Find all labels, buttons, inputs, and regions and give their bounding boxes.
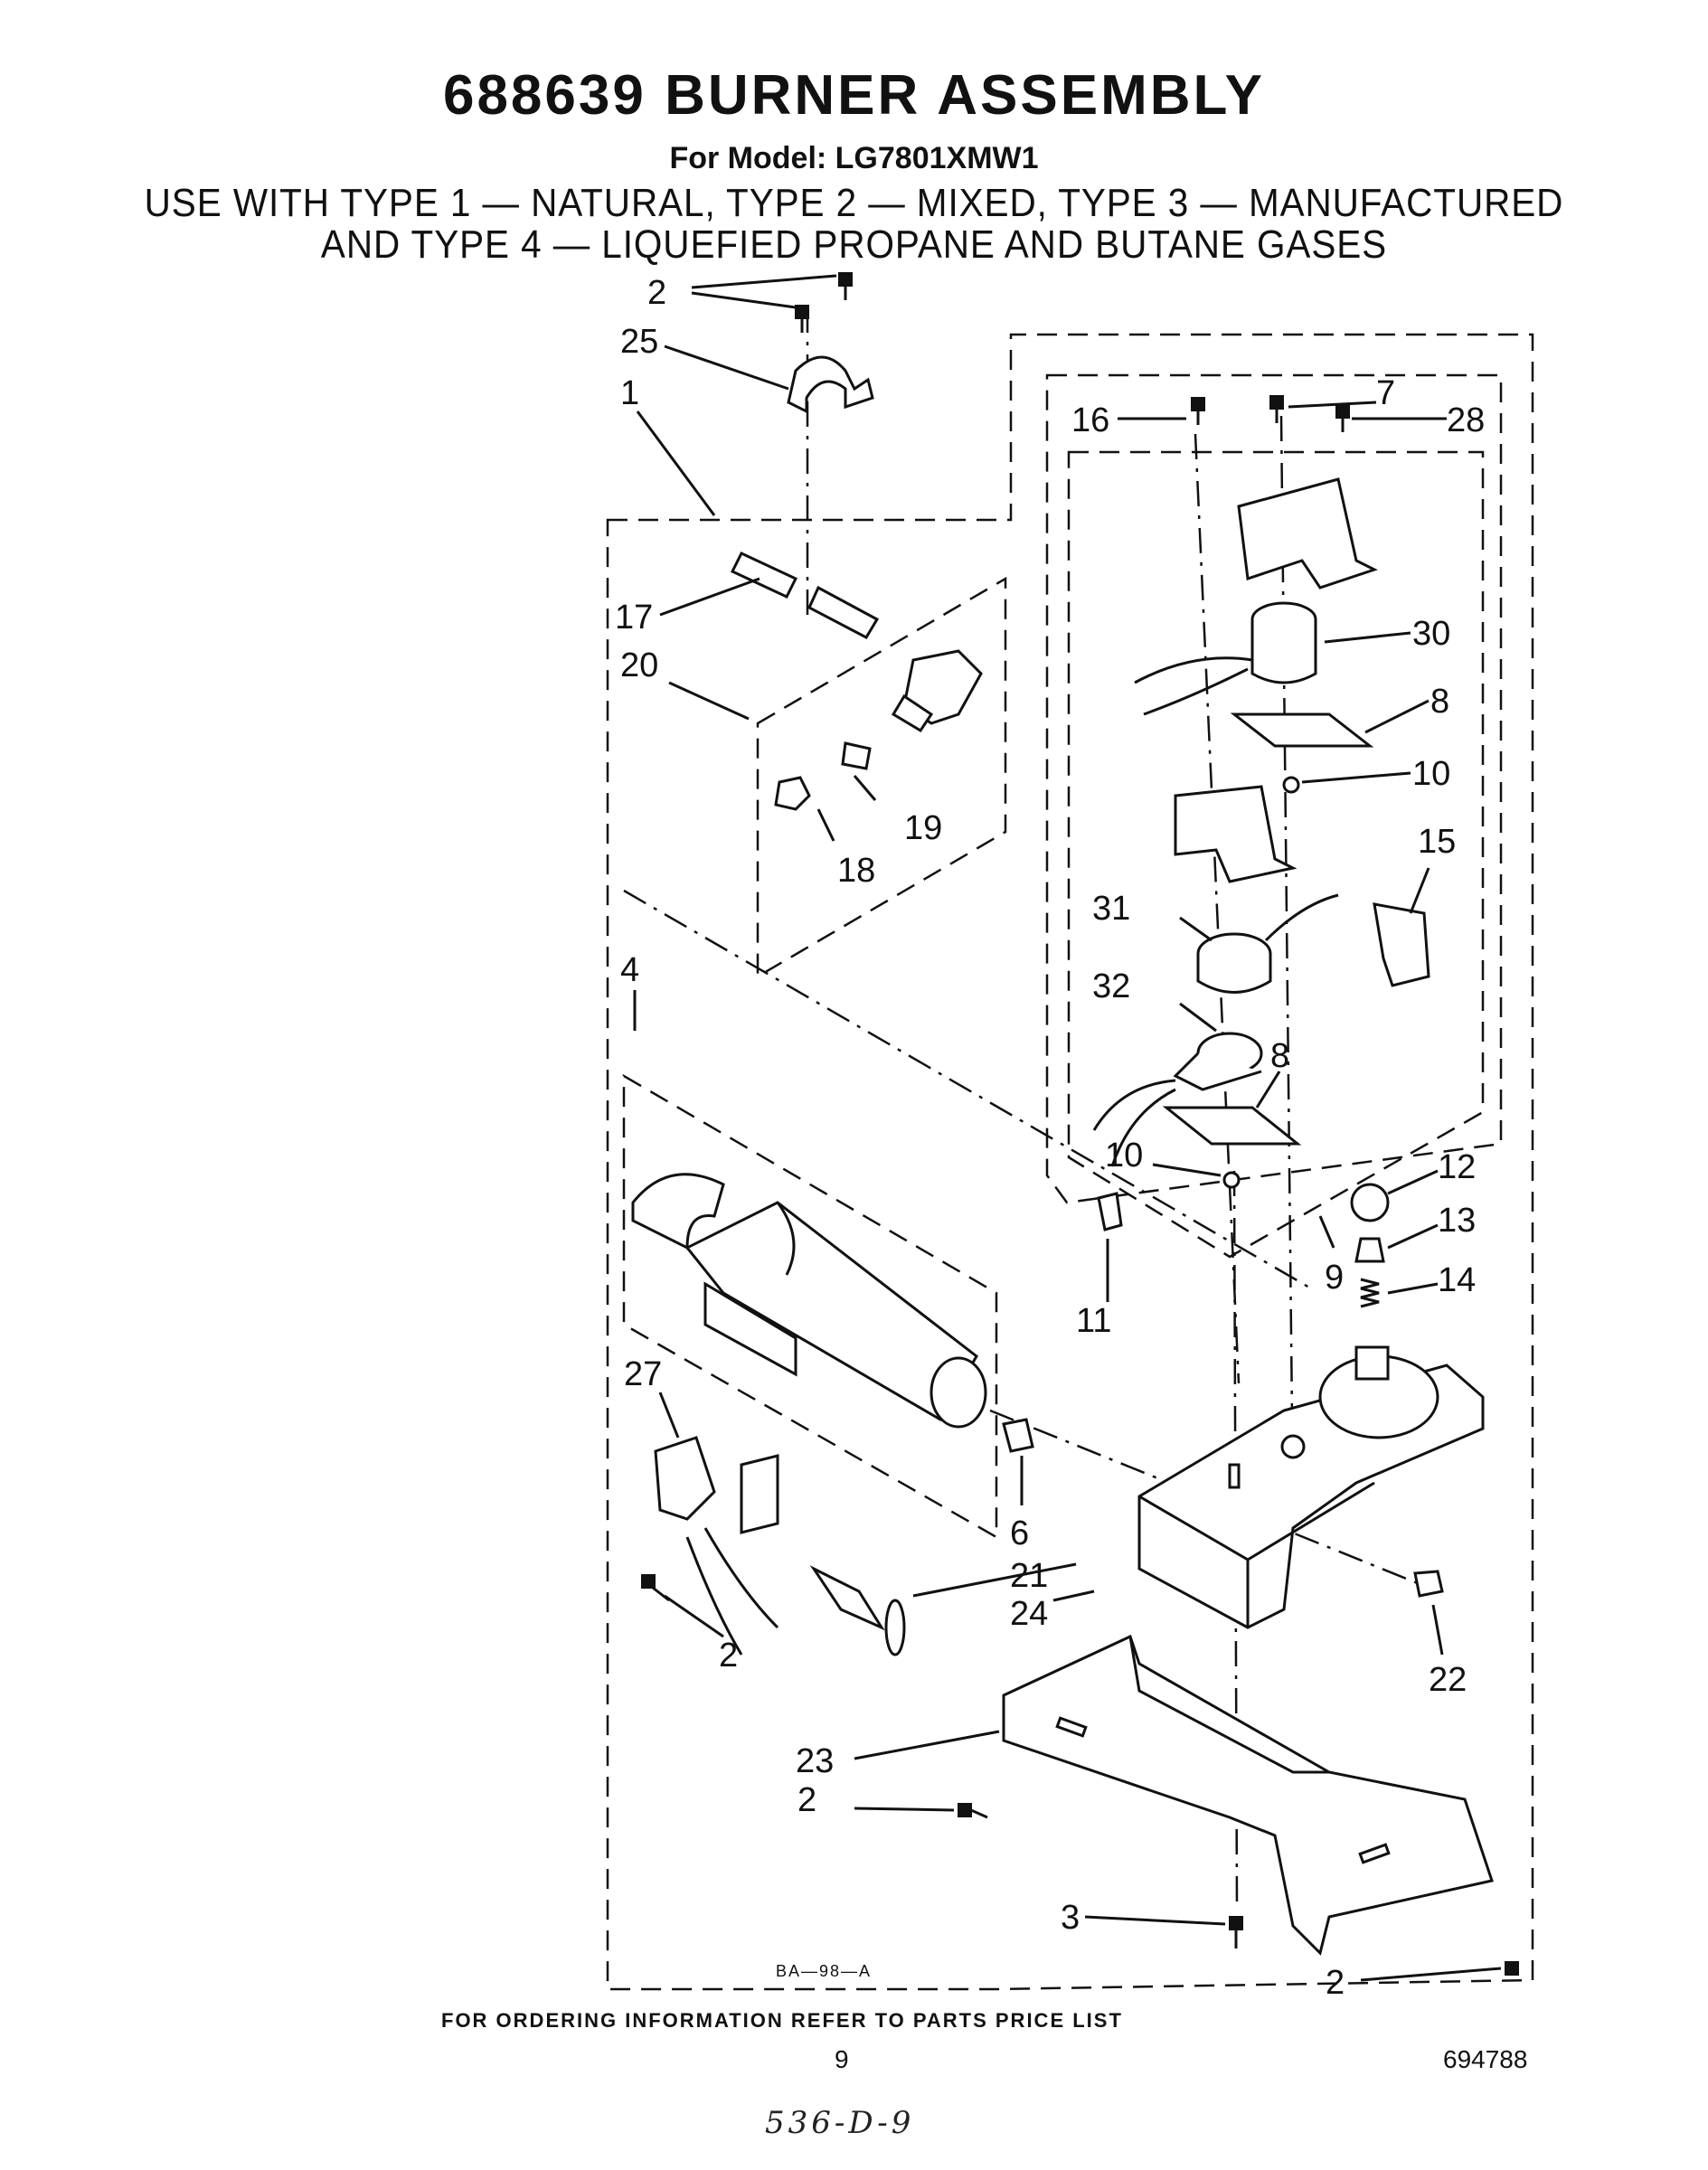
- centerline-vertical-1: [1194, 433, 1241, 1384]
- connector-part-15: [1373, 902, 1430, 987]
- bracket-middle: [1174, 785, 1298, 883]
- callout-8-upper: 8: [1430, 683, 1449, 721]
- valve-body-part-24: [1137, 1345, 1485, 1629]
- washer-part-10-lower: [1222, 1171, 1241, 1189]
- page-number: 9: [835, 2045, 849, 2073]
- centerline-vertical-2: [1279, 415, 1295, 1502]
- coil-part-31: [1196, 893, 1339, 994]
- document-number: 694788: [1443, 2045, 1528, 2073]
- callout-19: 19: [904, 809, 942, 847]
- plate-part-8-upper: [1230, 712, 1374, 748]
- callout-9: 9: [1325, 1259, 1344, 1297]
- callout-15: 15: [1418, 823, 1456, 861]
- valve-inner-boundary: [1067, 450, 1485, 1259]
- callout-32: 32: [1092, 967, 1130, 1005]
- callout-17: 17: [615, 599, 653, 637]
- callout-7: 7: [1376, 374, 1395, 412]
- ordering-note: FOR ORDERING INFORMATION REFER TO PARTS …: [441, 2009, 1123, 2032]
- terminal-part-11: [1097, 1192, 1123, 1231]
- callout-1: 1: [620, 374, 639, 412]
- drawing-code: BA—98—A: [776, 1962, 872, 1980]
- fitting-parts-18-19: [774, 741, 872, 811]
- callout-30: 30: [1412, 615, 1450, 653]
- callout-10-lower: 10: [1105, 1137, 1143, 1175]
- screw-part-2-corner: [1505, 1961, 1519, 1976]
- clamp-part-25: [787, 355, 874, 414]
- assembly-title: 688639 BURNER ASSEMBLY: [442, 64, 1266, 127]
- callout-8-lower: 8: [1270, 1037, 1289, 1075]
- callout-23: 23: [796, 1742, 834, 1780]
- screw-part-2-lower: [958, 1803, 988, 1819]
- valve-subassembly-boundary: [1045, 373, 1503, 1204]
- callout-24: 24: [1010, 1595, 1048, 1633]
- callout-2-corner: 2: [1326, 1964, 1345, 2002]
- pipe-nipple-part-17: [730, 552, 983, 733]
- ball-part-12: [1350, 1183, 1390, 1222]
- leader-lines: [633, 274, 1502, 1982]
- burner-group-boundary: [622, 1073, 998, 1540]
- coil-part-32: [1092, 1032, 1263, 1167]
- callout-28: 28: [1447, 401, 1485, 439]
- mounting-bracket-part-23: [1002, 1634, 1494, 1956]
- callout-16: 16: [1071, 401, 1109, 439]
- igniter-bracket-part-27: [654, 1436, 779, 1656]
- callout-10-upper: 10: [1412, 755, 1450, 793]
- callout-2-lower: 2: [797, 1781, 816, 1819]
- screw-part-2-top: [795, 272, 853, 333]
- callout-18: 18: [837, 852, 875, 890]
- callout-13: 13: [1438, 1202, 1476, 1240]
- orifice-part-6: [1002, 1418, 1034, 1453]
- callout-2: 2: [647, 274, 666, 312]
- igniter-part-21: [809, 1565, 906, 1656]
- pipe-group-boundary: [756, 576, 1007, 979]
- screws-top-right: [1191, 395, 1350, 432]
- callout-4: 4: [620, 951, 639, 989]
- burner-tube-part-4: [631, 1173, 987, 1429]
- assembly-boundary: [606, 333, 1534, 1991]
- callout-3: 3: [1061, 1899, 1080, 1937]
- callout-20: 20: [620, 646, 658, 684]
- washer-part-10-upper: [1282, 776, 1300, 794]
- callout-31: 31: [1092, 890, 1130, 928]
- solenoid-part-30: [1134, 477, 1378, 716]
- plate-part-8-lower: [1162, 1106, 1302, 1146]
- spring-part-14: [1360, 1278, 1380, 1308]
- callout-11: 11: [1076, 1302, 1111, 1340]
- screw-part-3: [1229, 1916, 1243, 1948]
- callout-12: 12: [1438, 1148, 1476, 1186]
- callout-22: 22: [1429, 1661, 1467, 1699]
- model-number: For Model: LG7801XMW1: [669, 141, 1039, 175]
- callout-2-left: 2: [719, 1637, 738, 1675]
- callout-6: 6: [1010, 1514, 1029, 1552]
- handwritten-note: 536-D-9: [765, 2105, 915, 2141]
- callout-21: 21: [1010, 1557, 1048, 1595]
- gas-type-line-1: USE WITH TYPE 1 — NATURAL, TYPE 2 — MIXE…: [144, 181, 1564, 225]
- callout-27: 27: [624, 1355, 662, 1393]
- callout-14: 14: [1438, 1261, 1476, 1299]
- gas-type-line-2: AND TYPE 4 — LIQUEFIED PROPANE AND BUTAN…: [320, 222, 1388, 267]
- centerline-pipe: [623, 889, 1312, 1290]
- plug-part-13: [1354, 1237, 1385, 1263]
- fitting-part-22: [1413, 1570, 1444, 1598]
- callout-25: 25: [620, 323, 658, 361]
